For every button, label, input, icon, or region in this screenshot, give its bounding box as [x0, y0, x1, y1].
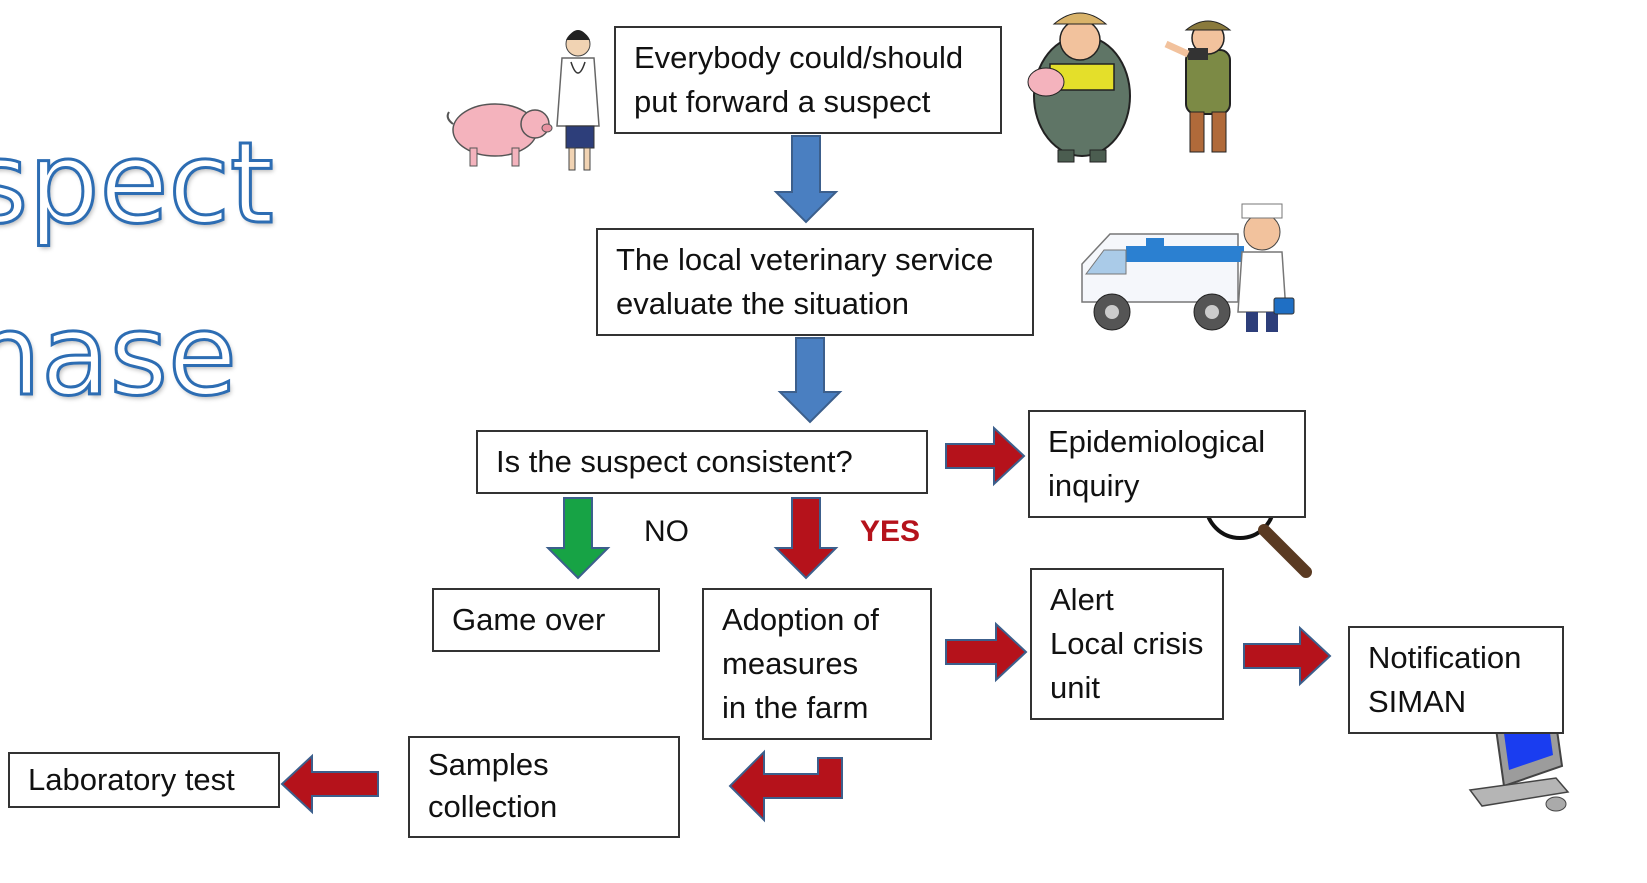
arrow-samples-to-laboratory — [280, 753, 379, 815]
report-suspect-box: Everybody could/should put forward a sus… — [614, 26, 1002, 134]
epidemiological-inquiry-line-1: Epidemiological — [1048, 424, 1266, 459]
no-branch-label: NO — [644, 515, 689, 548]
adoption-of-measures-box: Adoption of measures in the farm — [702, 588, 932, 740]
veterinary-ambulance-icon — [1081, 203, 1295, 332]
arrow-yes-to-measures — [773, 497, 839, 580]
epidemiological-inquiry-box: Epidemiological inquiry — [1028, 410, 1306, 518]
notification-siman-line-1: Notification — [1368, 640, 1522, 675]
laboratory-test-label: Laboratory test — [28, 762, 235, 797]
report-suspect-line-2: put forward a suspect — [634, 84, 931, 119]
game-over-box: Game over — [432, 588, 660, 652]
samples-collection-line-2: collection — [428, 789, 558, 824]
suspect-consistent-question-box: Is the suspect consistent? — [476, 430, 928, 494]
laboratory-test-box: Laboratory test — [8, 752, 280, 808]
report-suspect-line-1: Everybody could/should — [634, 40, 964, 75]
farmer-and-hunter-icon — [1027, 12, 1232, 163]
game-over-label: Game over — [452, 602, 606, 637]
suspect-consistent-question: Is the suspect consistent? — [496, 444, 853, 479]
adoption-of-measures-line-2: measures — [722, 646, 859, 681]
arrow-report-to-evaluate — [773, 135, 839, 224]
arrow-to-notification — [1243, 625, 1332, 687]
adoption-of-measures-line-1: Adoption of — [722, 602, 879, 637]
alert-crisis-unit-line-3: unit — [1050, 670, 1100, 705]
slide-title-line-2: hase — [0, 291, 238, 421]
alert-crisis-unit-line-1: Alert — [1050, 582, 1114, 617]
evaluate-situation-line-1: The local veterinary service — [616, 242, 994, 277]
slide-title-line-1: spect — [0, 119, 275, 249]
notification-siman-box: Notification SIMAN — [1348, 626, 1564, 734]
veterinarian-with-pig-icon — [446, 30, 600, 171]
alert-crisis-unit-line-2: Local crisis — [1050, 626, 1204, 661]
arrow-no-to-game-over — [545, 497, 611, 580]
arrow-measures-to-samples — [728, 749, 843, 823]
alert-crisis-unit-box: Alert Local crisis unit — [1030, 568, 1224, 720]
arrow-evaluate-to-consistent — [777, 337, 843, 424]
samples-collection-box: Samples collection — [408, 736, 680, 838]
notification-siman-line-2: SIMAN — [1368, 684, 1467, 719]
adoption-of-measures-line-3: in the farm — [722, 690, 869, 725]
arrow-to-alert — [945, 621, 1028, 683]
arrow-to-epidemiological-inquiry — [945, 425, 1026, 487]
evaluate-situation-box: The local veterinary service evaluate th… — [596, 228, 1034, 336]
samples-collection-line-1: Samples — [428, 747, 549, 782]
epidemiological-inquiry-line-2: inquiry — [1048, 468, 1140, 503]
yes-branch-label: YES — [860, 515, 921, 548]
evaluate-situation-line-2: evaluate the situation — [616, 286, 909, 321]
